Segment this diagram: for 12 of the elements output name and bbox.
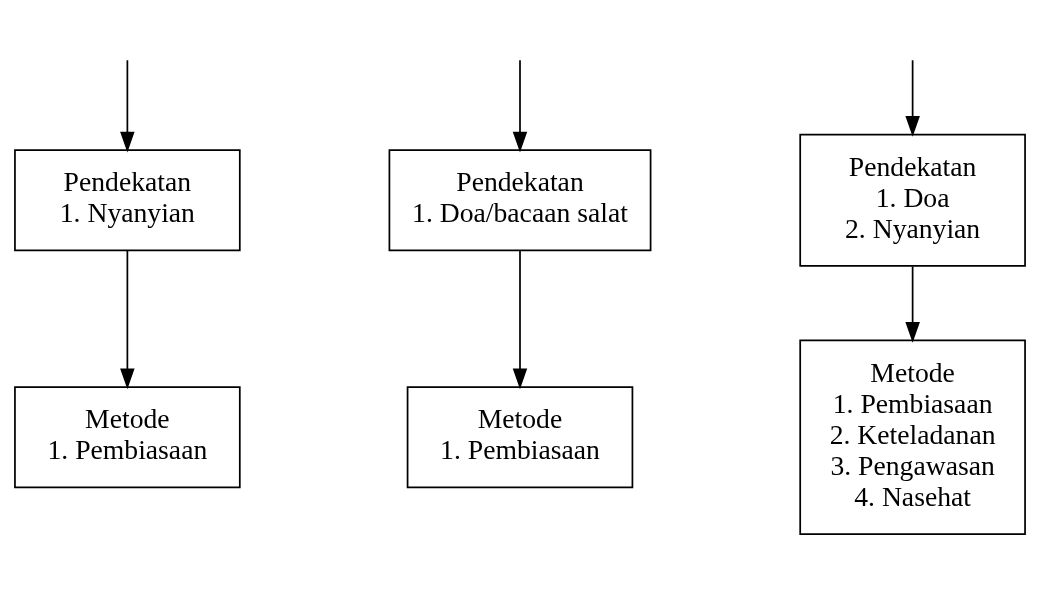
arrow (120, 249, 135, 389)
node-box: Metode 1. Pembiasaan (406, 385, 634, 488)
node-box: Metode 1. Pembiasaan 2. Keteladanan 3. Pengawasan 4. Nasehat (799, 339, 1026, 535)
arrow (512, 58, 528, 152)
arrow (905, 265, 920, 343)
node-box: Metode 1. Pembiasaan (14, 385, 241, 488)
arrow (120, 58, 135, 152)
arrow (512, 249, 528, 389)
node-box: Pendekatan 1. Nyanyian (14, 148, 241, 251)
node-box: Pendekatan 1. Doa 2. Nyanyian (799, 133, 1026, 267)
arrow (905, 58, 920, 137)
node-box: Pendekatan 1. Doa/bacaan salat (388, 148, 652, 251)
